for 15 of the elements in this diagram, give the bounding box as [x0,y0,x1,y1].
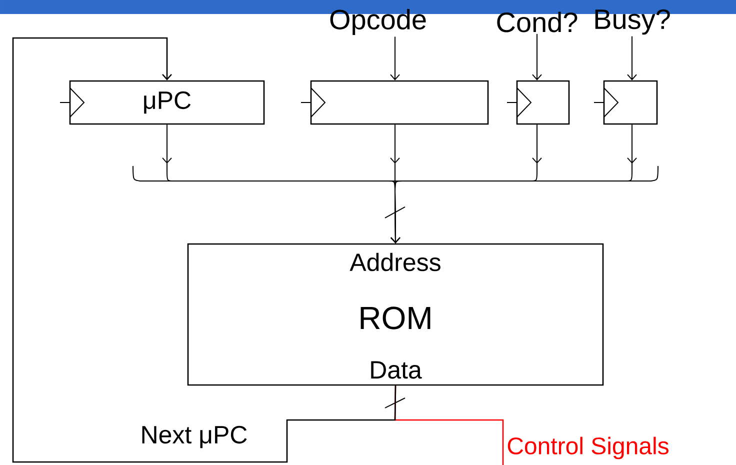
edge-label: Next μPC [142,426,247,448]
signal-label: Cond? [497,12,578,32]
signal-label: Opcode [330,8,426,36]
signal-label: Control Signals [508,436,668,460]
arrow [390,36,400,80]
register-box: μPC [60,80,265,125]
rom-box: Address ROM Data [187,243,604,386]
register-box [594,80,658,125]
register-box [300,80,489,125]
arrow [627,36,637,80]
signal-label: Busy? [595,9,670,35]
arrow [390,124,637,244]
register-box [506,80,570,125]
arrow [12,37,396,463]
arrow [532,33,542,80]
